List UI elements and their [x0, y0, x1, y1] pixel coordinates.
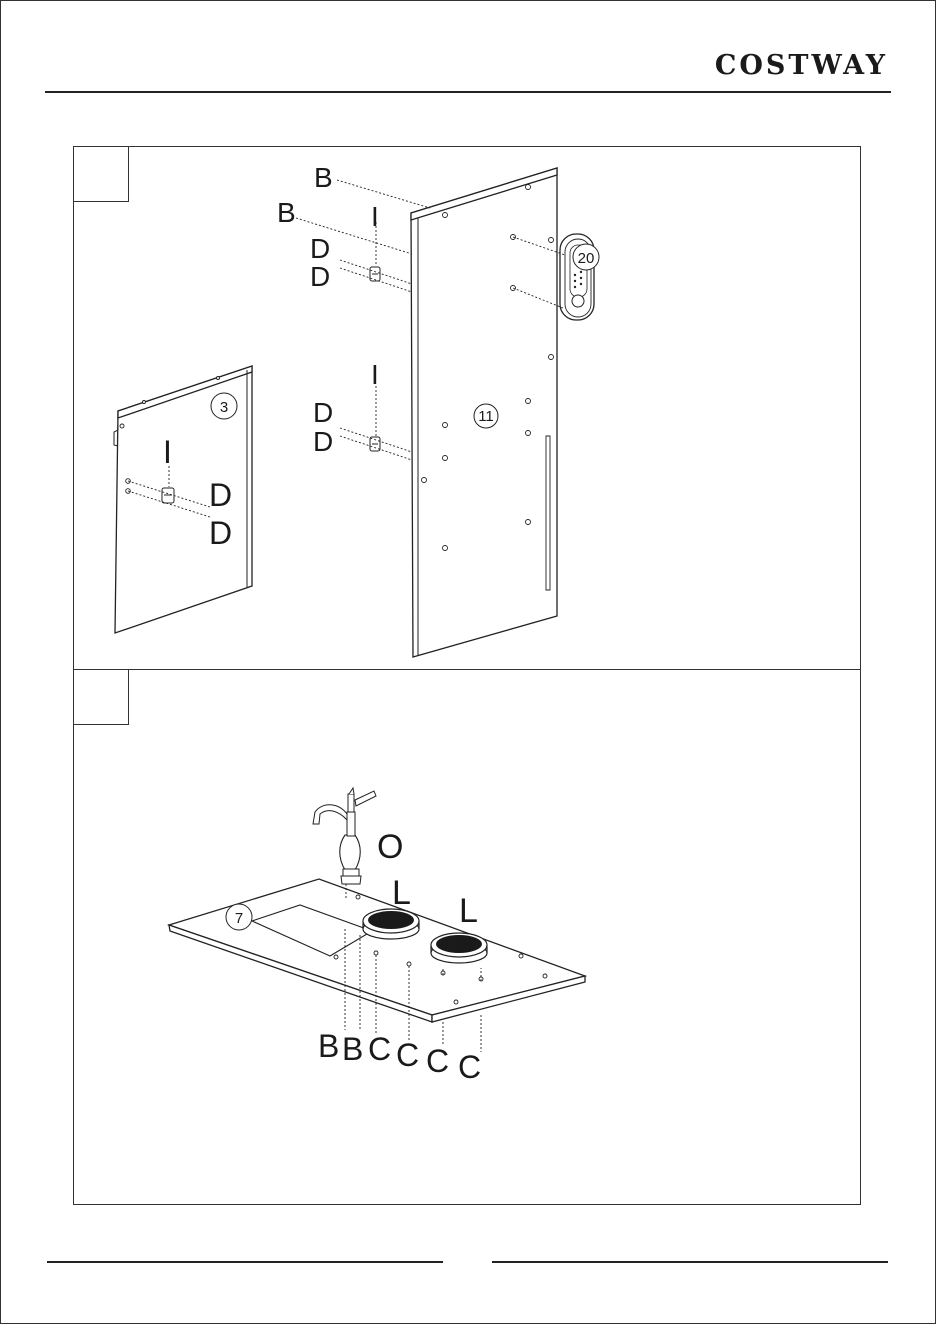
part-number-20: 20	[578, 250, 595, 267]
label-o: O	[377, 828, 403, 866]
label-i-side: I	[163, 434, 172, 470]
faucet	[313, 788, 376, 884]
label-b-top: B	[314, 162, 333, 193]
label-d-top-1: D	[310, 233, 330, 264]
basin-1	[363, 909, 419, 939]
basin-2	[431, 933, 487, 963]
part-number-7: 7	[235, 910, 243, 927]
label-bottom-b-2: B	[342, 1031, 363, 1067]
label-bottom-c-3: C	[426, 1043, 449, 1079]
label-bottom-b-1: B	[318, 1028, 339, 1064]
footer-rule-left	[47, 1261, 443, 1263]
label-b-mid: B	[277, 197, 296, 228]
label-l-2: L	[459, 892, 478, 930]
back-panel-11: 11	[411, 168, 557, 657]
module-20: 20	[560, 234, 599, 320]
label-i-top: I	[371, 201, 379, 232]
cam-lock-side	[162, 488, 174, 503]
label-bottom-c-2: C	[396, 1037, 419, 1073]
label-d-mid-1: D	[313, 397, 333, 428]
label-l-1: L	[392, 874, 411, 912]
label-d-side-2: D	[209, 515, 232, 551]
label-bottom-c-1: C	[368, 1031, 391, 1067]
part-number-11: 11	[478, 408, 494, 425]
footer-rule-right	[492, 1261, 888, 1263]
label-i-mid: I	[371, 359, 379, 390]
label-d-side-1: D	[209, 477, 232, 513]
countertop-7: 7	[169, 879, 585, 1022]
part-number-3: 3	[220, 399, 228, 416]
label-d-top-2: D	[310, 261, 330, 292]
label-d-mid-2: D	[313, 426, 333, 457]
label-bottom-c-4: C	[458, 1049, 481, 1085]
